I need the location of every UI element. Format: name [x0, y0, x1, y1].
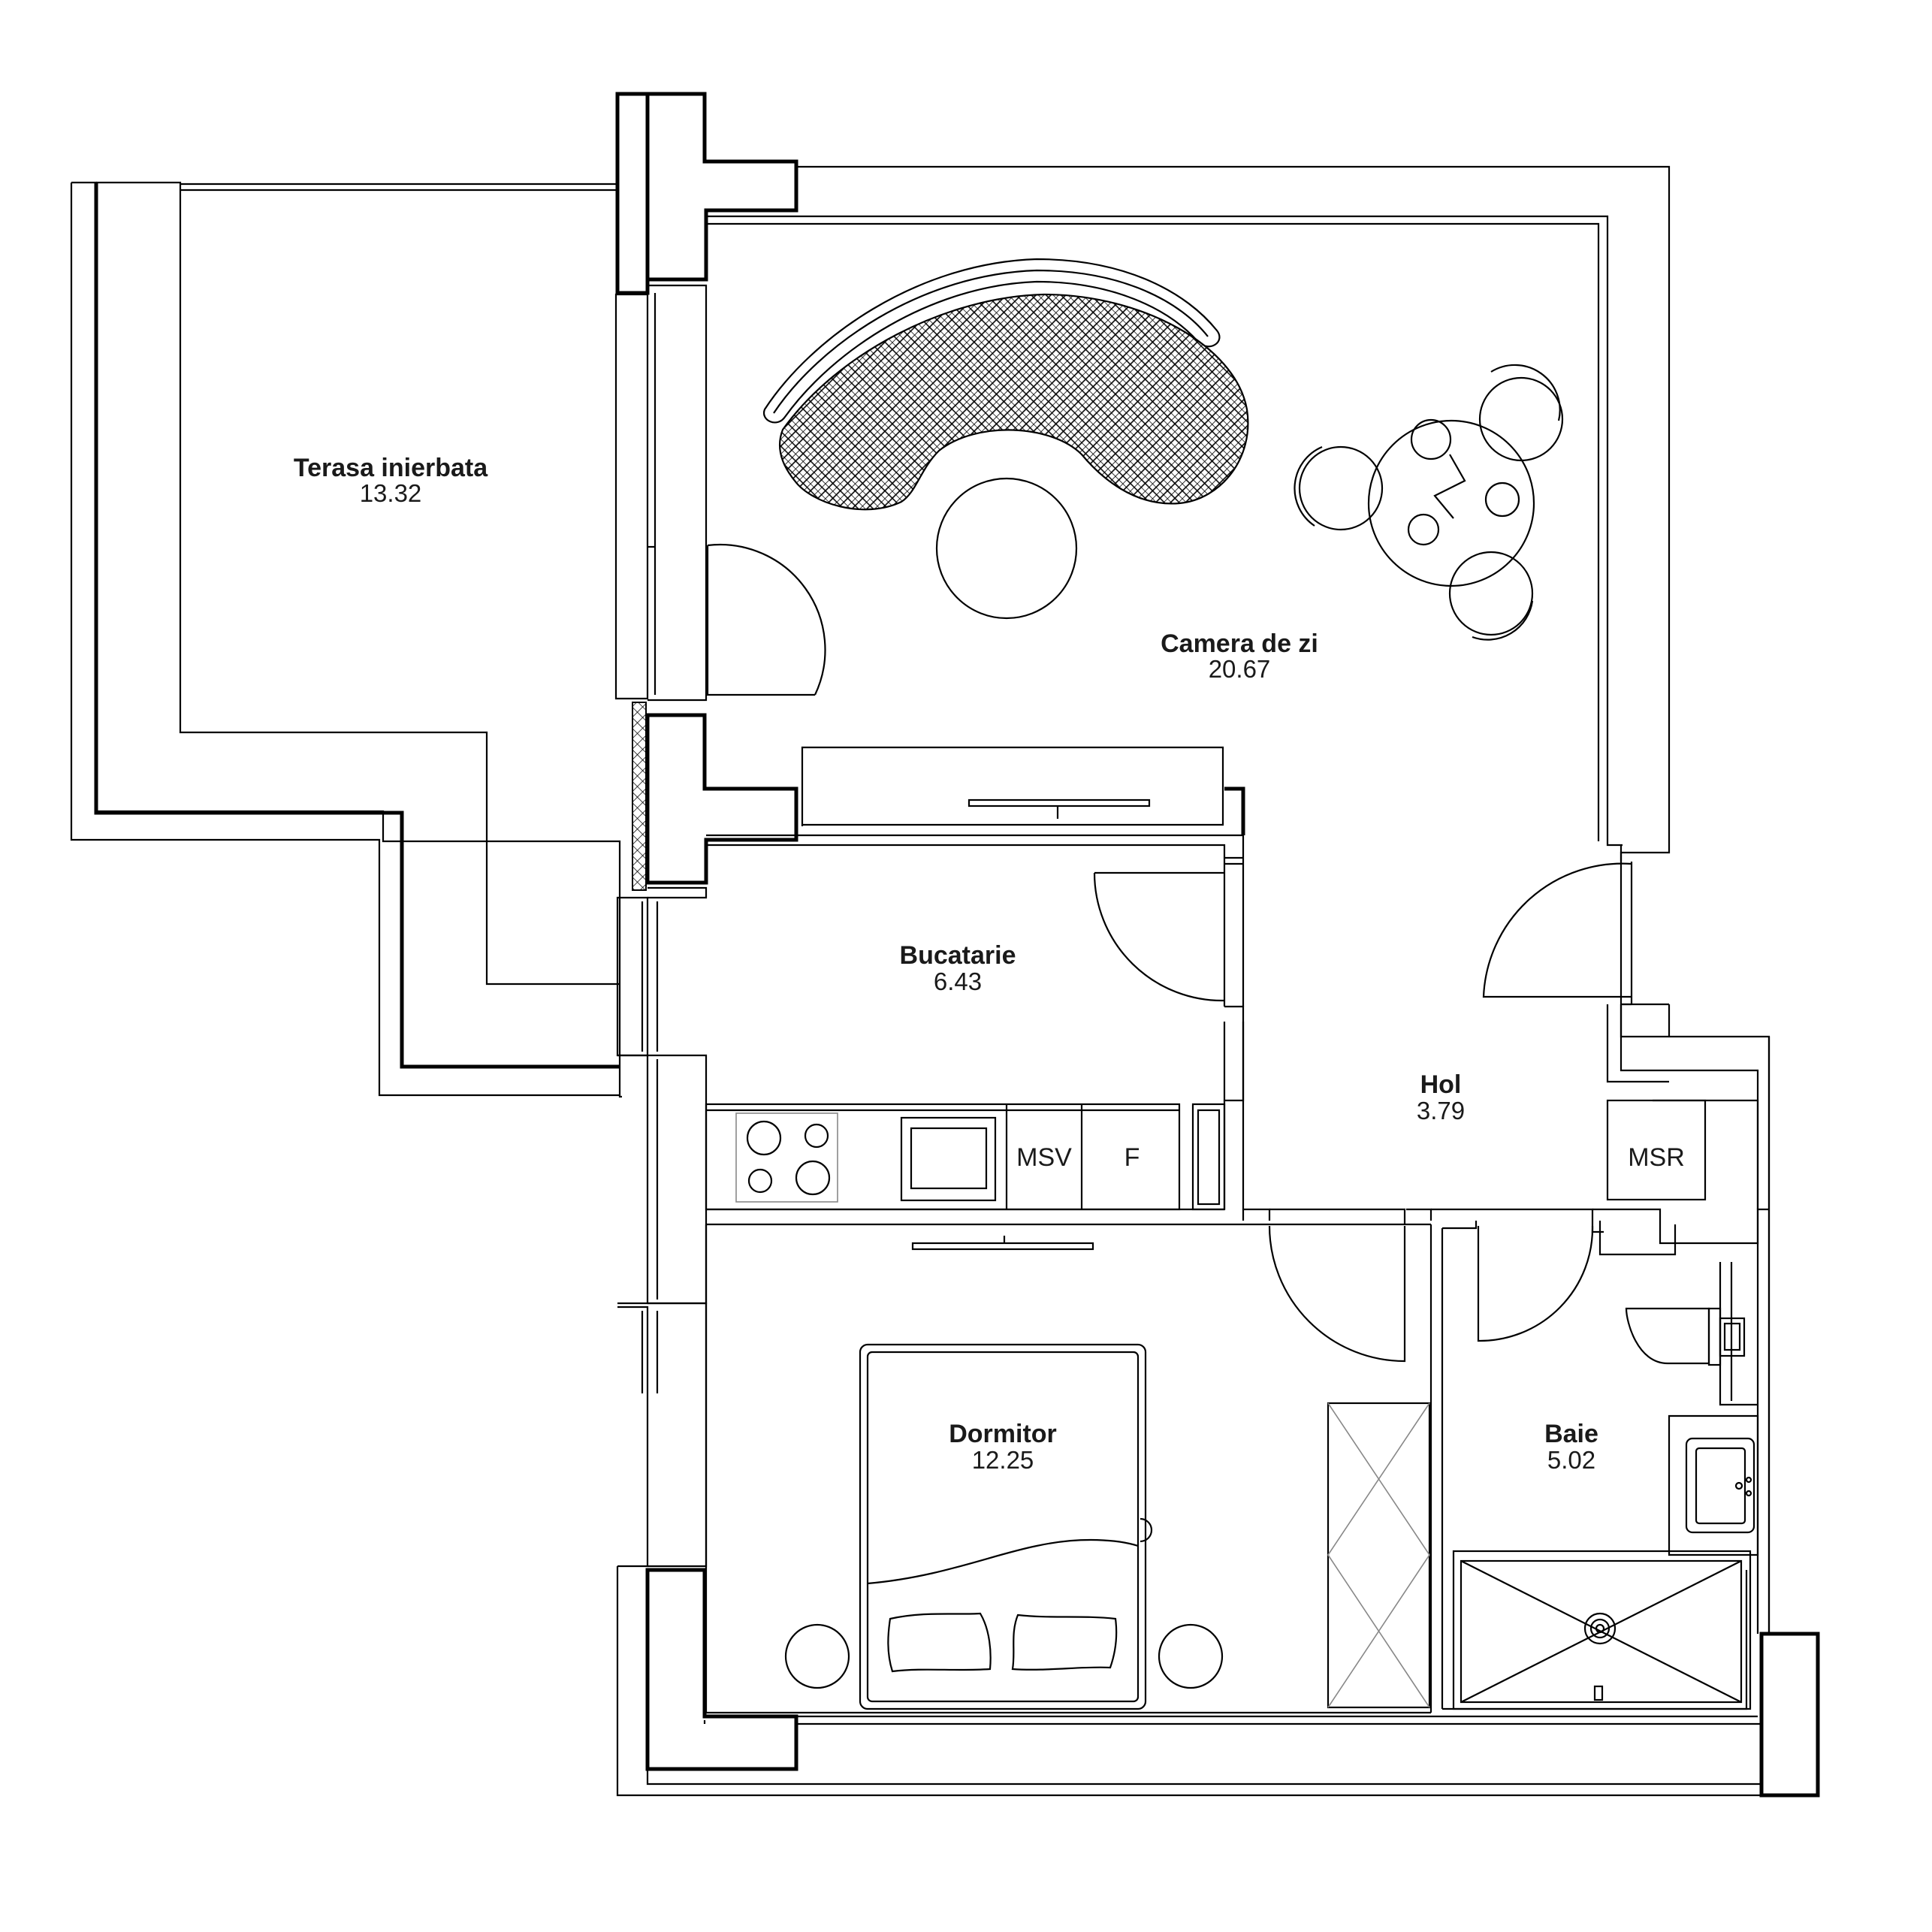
wardrobe: [1327, 1402, 1431, 1709]
room-name-dormitor: Dormitor: [949, 1420, 1057, 1448]
room-area-dormitor: 12.25: [972, 1446, 1034, 1474]
terrace-outline: [70, 181, 622, 1098]
doors: [706, 543, 1632, 1363]
outer-walls: [614, 92, 1820, 1798]
room-area-terasa: 13.32: [360, 479, 422, 507]
room-label-baie: Baie 5.02: [1544, 1420, 1598, 1474]
room-area-bucatarie: 6.43: [934, 968, 982, 995]
interior-walls: [705, 746, 1769, 1714]
room-name-hol: Hol: [1420, 1070, 1462, 1099]
room-area-baie: 5.02: [1547, 1446, 1595, 1474]
tv-living: [968, 798, 1151, 819]
room-label-camera: Camera de zi 20.67: [1161, 629, 1318, 683]
room-name-camera: Camera de zi: [1161, 629, 1318, 658]
room-label-hol: Hol 3.79: [1417, 1070, 1465, 1124]
fridge-label: F: [1124, 1143, 1140, 1172]
living-furniture: [762, 258, 1564, 641]
msr-label: MSR: [1628, 1143, 1685, 1172]
room-label-terasa: Terasa inierbata 13.32: [294, 454, 488, 507]
room-area-hol: 3.79: [1417, 1097, 1465, 1124]
room-name-baie: Baie: [1544, 1420, 1598, 1448]
msr-cabinet: [1606, 1099, 1707, 1201]
room-name-bucatarie: Bucatarie: [900, 941, 1016, 970]
room-area-camera: 20.67: [1209, 655, 1271, 683]
bathroom-fixtures: [1452, 1262, 1759, 1710]
room-name-terasa: Terasa inierbata: [294, 454, 488, 482]
tv-bedroom: [911, 1236, 1094, 1251]
room-label-bucatarie: Bucatarie 6.43: [900, 941, 1016, 995]
bed: [784, 1343, 1224, 1710]
room-label-dormitor: Dormitor 12.25: [949, 1420, 1057, 1474]
kitchen-counter: [705, 1103, 1226, 1211]
msv-label: MSV: [1016, 1143, 1072, 1172]
